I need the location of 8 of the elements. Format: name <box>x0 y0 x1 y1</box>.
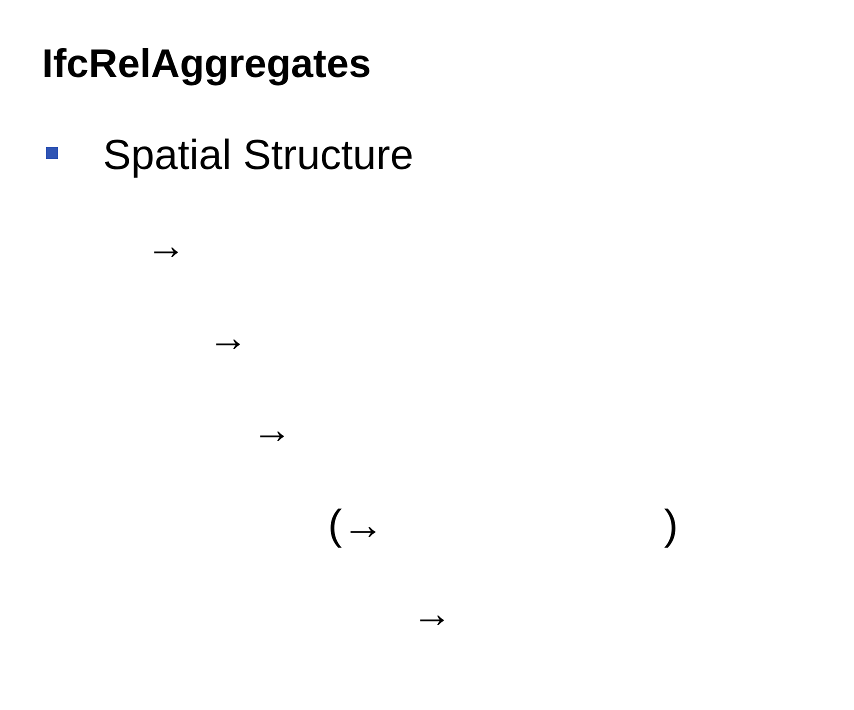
arrow-text: → <box>412 594 452 634</box>
arrow-text: → <box>252 410 292 450</box>
closing-parenthesis: ) <box>664 504 678 546</box>
arrow-text: → <box>208 318 248 358</box>
arrow-text: → <box>146 226 186 266</box>
bullet-text: Spatial Structure <box>103 134 414 176</box>
slide-title: IfcRelAggregates <box>42 44 371 84</box>
arrow-text: (→ <box>328 504 384 546</box>
